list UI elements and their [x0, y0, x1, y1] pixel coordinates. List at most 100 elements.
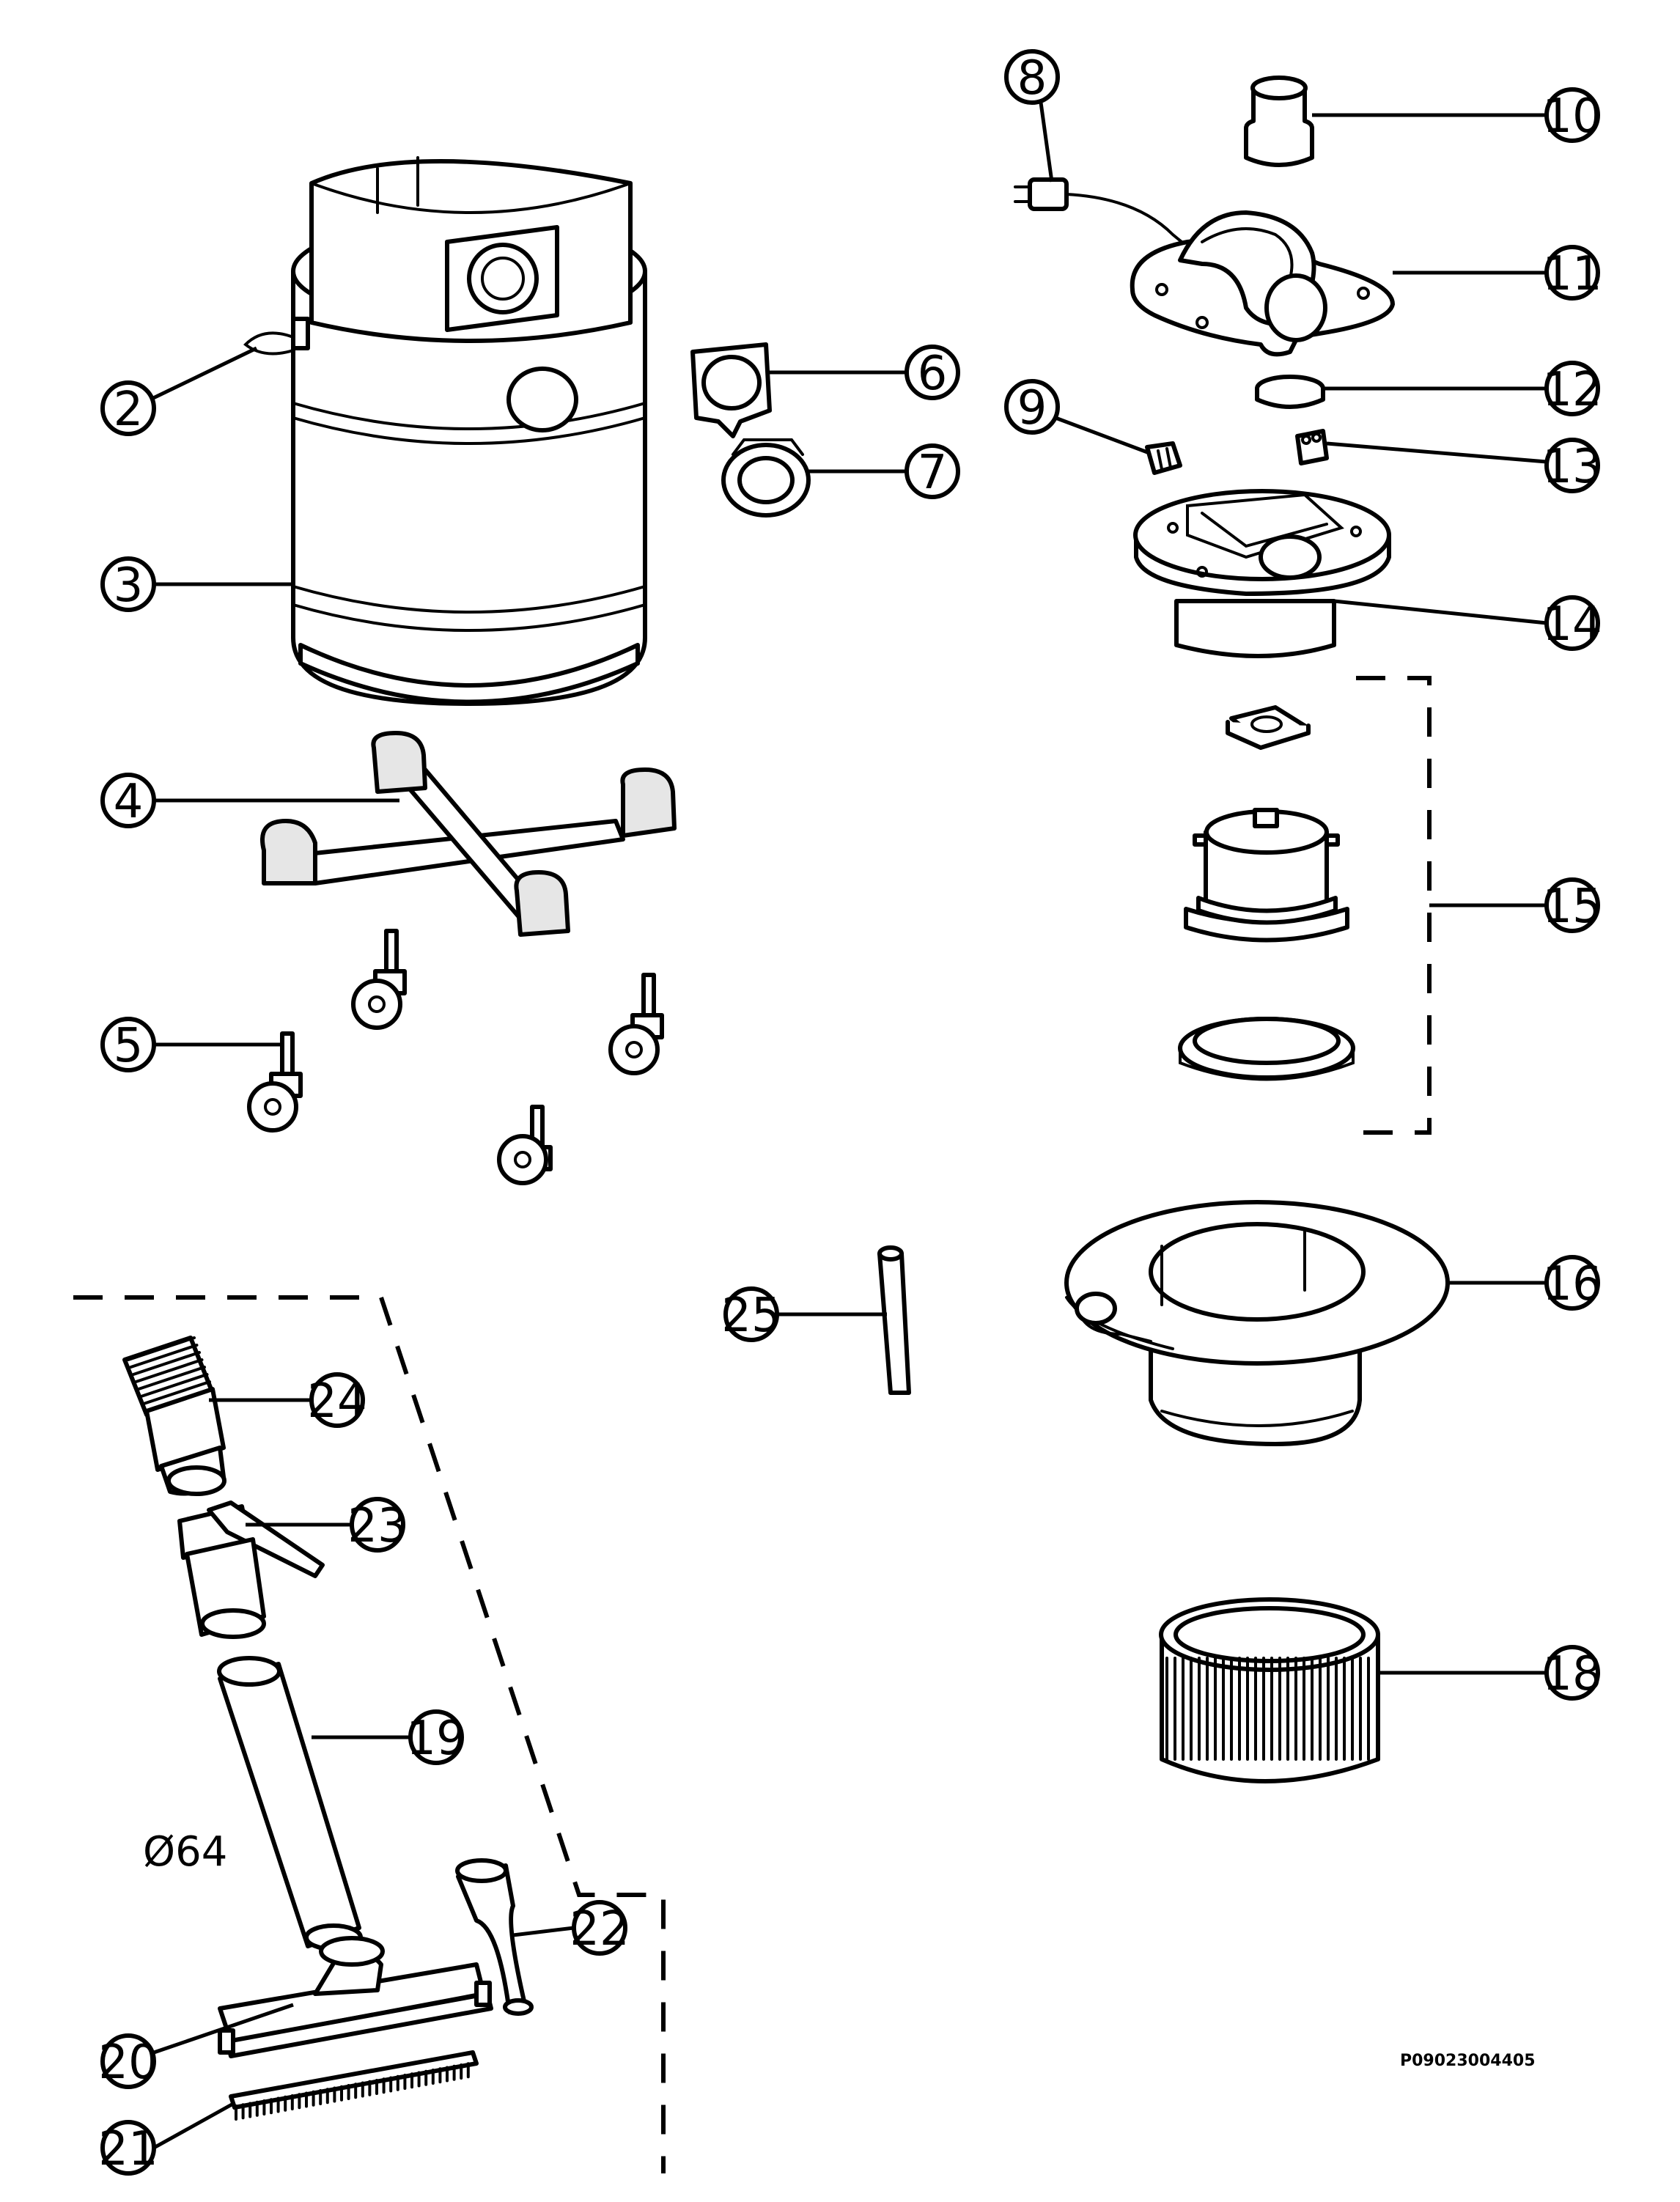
- part-caster-wheels: [247, 929, 664, 1185]
- leader-line-2: [149, 346, 258, 402]
- callout-21: 21: [98, 2120, 158, 2176]
- callout-number-20: 20: [98, 2036, 158, 2090]
- leader-lines: [149, 102, 1547, 2150]
- callout-9: 9: [1004, 379, 1060, 435]
- callout-circle-19: [408, 1709, 464, 1765]
- callout-number-4: 4: [114, 775, 144, 829]
- callout-number-25: 25: [721, 1289, 781, 1343]
- callout-number-23: 23: [347, 1499, 407, 1553]
- callout-circle-20: [100, 2033, 156, 2089]
- part-switch: [1145, 441, 1182, 475]
- callout-19: 19: [406, 1709, 466, 1766]
- part-motor-assembly: [1178, 676, 1432, 1135]
- callout-8: 8: [1004, 49, 1060, 106]
- callout-circle-16: [1544, 1255, 1600, 1311]
- callout-number-6: 6: [918, 347, 948, 401]
- hose-thread: [142, 1380, 211, 1405]
- callout-number-15: 15: [1542, 880, 1602, 934]
- callout-number-16: 16: [1542, 1257, 1602, 1311]
- callout-25: 25: [721, 1286, 781, 1343]
- part-container-drum: [291, 156, 647, 706]
- dimension-label: Ø64: [143, 1828, 227, 1876]
- callout-number-12: 12: [1542, 363, 1602, 417]
- callout-number-5: 5: [114, 1019, 144, 1073]
- callout-11: 11: [1542, 245, 1602, 301]
- callout-circle-15: [1544, 877, 1600, 933]
- part-caster-frame: [260, 731, 677, 937]
- callout-circle-25: [723, 1286, 779, 1342]
- callout-23: 23: [347, 1497, 408, 1553]
- part-hose-cuff: [122, 1336, 226, 1496]
- callout-circle-4: [100, 773, 156, 828]
- hose-thread: [129, 1344, 199, 1369]
- callout-16: 16: [1542, 1255, 1602, 1311]
- callout-circle-18: [1544, 1645, 1600, 1701]
- callout-22: 22: [570, 1900, 630, 1956]
- callout-number-21: 21: [98, 2122, 158, 2176]
- callout-number-22: 22: [570, 1902, 629, 1956]
- callout-circle-9: [1004, 379, 1060, 435]
- part-motor-cover: [1130, 210, 1395, 357]
- callout-7: 7: [905, 443, 960, 500]
- part-floor-nozzle: [218, 1936, 493, 2058]
- leader-line-13: [1326, 441, 1547, 464]
- callout-2: 2: [100, 380, 156, 437]
- callout-number-3: 3: [114, 559, 144, 613]
- callout-circle-3: [100, 556, 156, 612]
- callout-number-18: 18: [1542, 1647, 1602, 1701]
- callout-circle-5: [100, 1017, 156, 1072]
- callout-number-13: 13: [1542, 440, 1602, 494]
- leader-line-20: [153, 2003, 294, 2055]
- leader-line-14: [1333, 599, 1547, 625]
- callout-20: 20: [98, 2033, 158, 2090]
- drawing-code: P09023004405: [1400, 2052, 1536, 2070]
- callout-number-9: 9: [1017, 381, 1047, 435]
- callout-number-7: 7: [918, 446, 948, 500]
- hose-thread: [139, 1373, 209, 1398]
- callout-circle-12: [1544, 361, 1600, 416]
- callout-circle-22: [572, 1900, 627, 1956]
- callout-number-24: 24: [307, 1374, 366, 1429]
- part-crevice-nozzle: [877, 1245, 911, 1395]
- hose-thread: [134, 1358, 204, 1383]
- part-power-cord: [1014, 177, 1204, 258]
- part-inlet-ring: [721, 438, 811, 518]
- callout-10: 10: [1542, 87, 1602, 144]
- callout-number-8: 8: [1017, 51, 1047, 106]
- callout-3: 3: [100, 556, 156, 613]
- leader-line-9: [1055, 416, 1150, 455]
- callout-number-19: 19: [406, 1712, 465, 1766]
- hose-thread: [132, 1351, 201, 1376]
- leader-line-21: [152, 2102, 235, 2150]
- callout-12: 12: [1542, 361, 1602, 417]
- part-filter-disc: [1255, 375, 1325, 409]
- callout-5: 5: [100, 1017, 156, 1073]
- callout-13: 13: [1542, 438, 1602, 494]
- leader-line-22: [512, 1926, 575, 1937]
- part-brush-strip: [229, 2050, 479, 2121]
- part-cartridge-filter: [1159, 1597, 1380, 1783]
- callout-4: 4: [100, 773, 156, 829]
- callout-circle-13: [1544, 438, 1600, 493]
- callout-circle-7: [905, 443, 960, 499]
- part-round-nozzle: [455, 1858, 534, 2016]
- hose-thread: [137, 1366, 206, 1391]
- callout-number-14: 14: [1542, 597, 1602, 652]
- callout-circle-23: [350, 1497, 405, 1553]
- part-motor-housing: [1133, 489, 1391, 658]
- callout-circle-8: [1004, 49, 1060, 105]
- callout-number-10: 10: [1542, 89, 1602, 144]
- accessory-kit-outline: [73, 1295, 666, 2173]
- part-filter-housing: [1064, 1200, 1450, 1446]
- hose-thread: [127, 1336, 196, 1361]
- callout-circle-14: [1544, 595, 1600, 651]
- callout-6: 6: [905, 345, 960, 401]
- callout-circle-11: [1544, 245, 1600, 301]
- callout-number-11: 11: [1542, 247, 1602, 301]
- callout-circle-24: [309, 1372, 365, 1428]
- part-terminal-block: [1295, 429, 1329, 465]
- callout-18: 18: [1542, 1645, 1602, 1701]
- callout-15: 15: [1542, 877, 1602, 934]
